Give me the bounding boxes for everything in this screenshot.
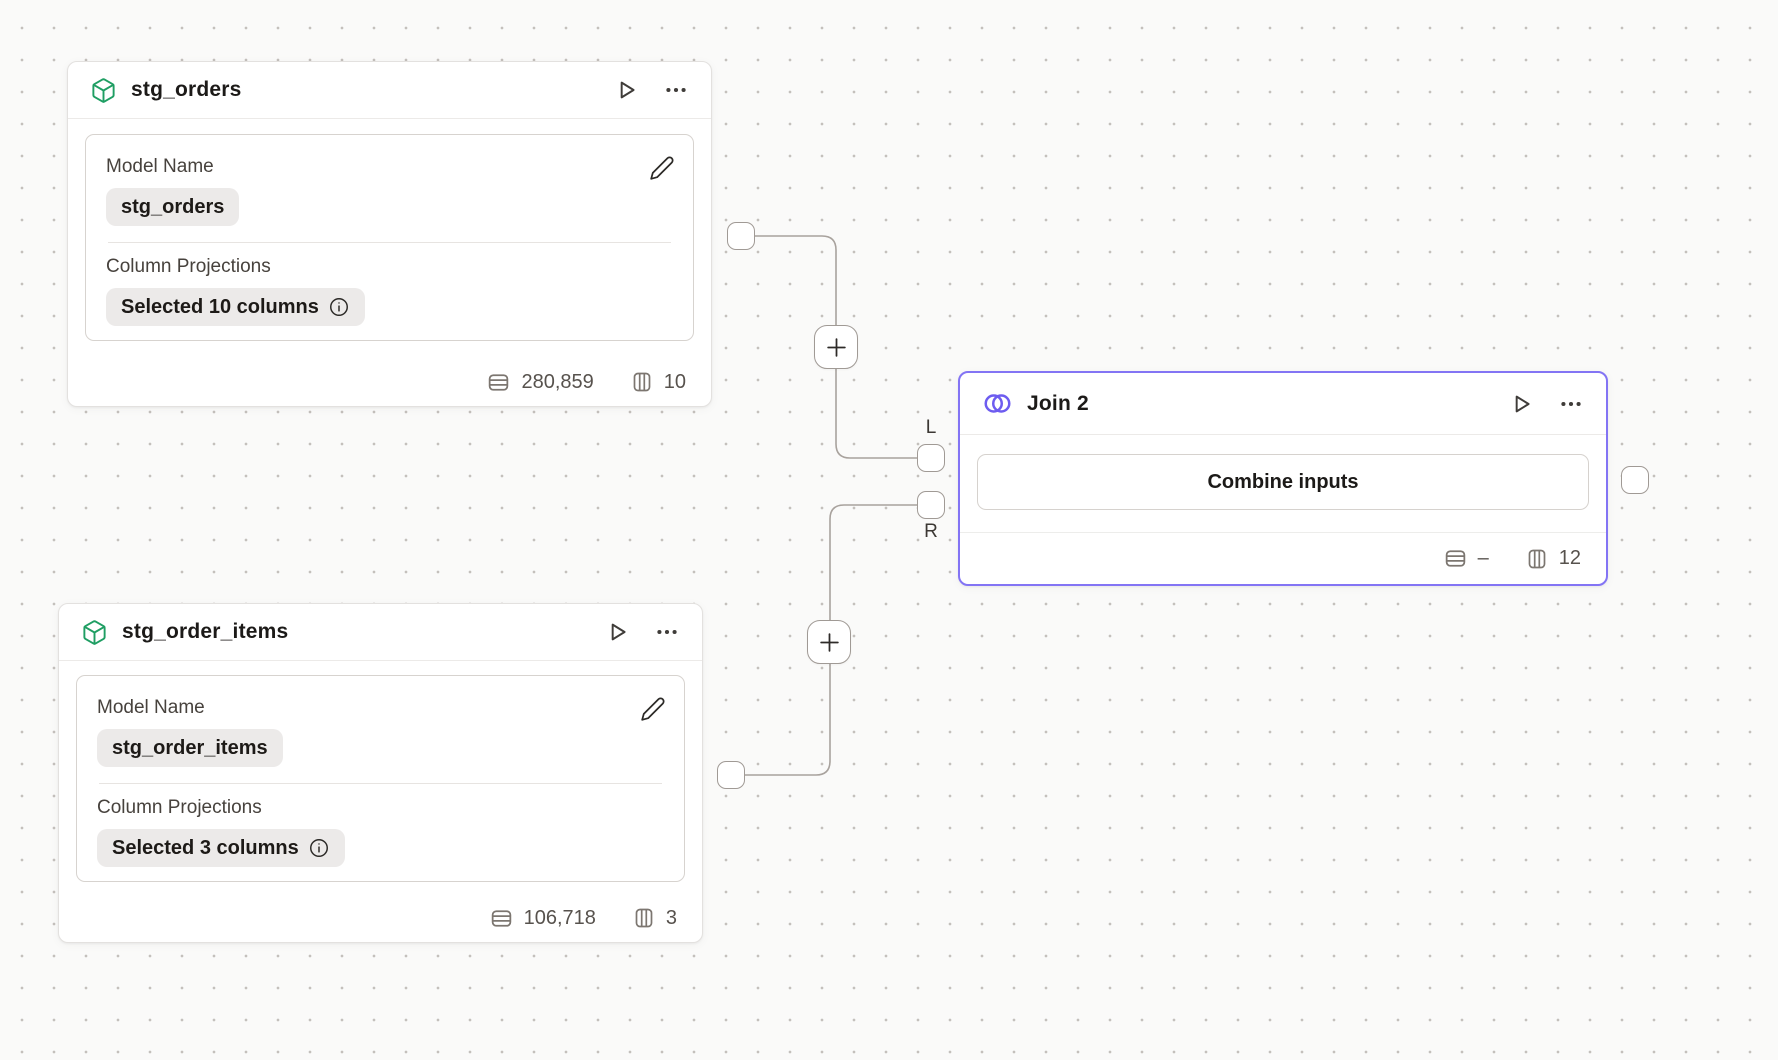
row-count: 106,718 <box>523 906 596 929</box>
node-header[interactable]: stg_order_items <box>59 604 702 661</box>
pencil-icon[interactable] <box>640 696 666 722</box>
join-left-port-label: L <box>925 417 937 438</box>
play-icon[interactable] <box>613 77 639 103</box>
column-projections-chip[interactable]: Selected 3 columns <box>97 829 345 867</box>
model-name-label: Model Name <box>97 697 205 718</box>
join-left-input-port[interactable] <box>917 444 945 472</box>
column-count: 10 <box>663 370 686 393</box>
output-port-stg-orders[interactable] <box>727 222 755 250</box>
model-name-chip[interactable]: stg_orders <box>106 188 240 226</box>
add-node-on-edge-button-top[interactable] <box>814 325 858 369</box>
table-rows-icon <box>489 906 514 931</box>
node-title: stg_orders <box>131 78 242 101</box>
node-stg-order-items[interactable]: stg_order_items Model <box>58 603 703 943</box>
join-output-port[interactable] <box>1621 466 1649 494</box>
node-stats: 106,718 3 <box>59 894 702 942</box>
column-count: 3 <box>665 906 677 929</box>
node-title: Join 2 <box>1027 391 1089 415</box>
model-name-value: stg_orders <box>121 195 225 218</box>
table-columns-icon <box>632 906 656 930</box>
divider <box>108 242 671 243</box>
column-projections-value: Selected 10 columns <box>121 295 319 318</box>
ellipsis-icon[interactable] <box>663 77 689 103</box>
join-right-port-label: R <box>924 521 938 542</box>
model-name-value: stg_order_items <box>112 736 268 759</box>
column-projections-value: Selected 3 columns <box>112 836 299 859</box>
node-header[interactable]: Join 2 <box>960 373 1606 435</box>
node-stats: – 12 <box>960 532 1606 584</box>
play-icon[interactable] <box>604 619 630 645</box>
row-count: – <box>1477 547 1489 569</box>
column-projections-chip[interactable]: Selected 10 columns <box>106 288 365 326</box>
plus-icon <box>825 336 848 359</box>
join-right-input-port[interactable] <box>917 491 945 519</box>
node-header[interactable]: stg_orders <box>68 62 711 119</box>
venn-diagram-icon <box>982 391 1013 416</box>
model-name-chip[interactable]: stg_order_items <box>97 729 283 767</box>
model-config-panel: Model Name stg_orders Column Projections… <box>85 134 694 341</box>
node-stg-orders[interactable]: stg_orders Model Name <box>67 61 712 407</box>
node-stats: 280,859 10 <box>68 358 711 406</box>
plus-icon <box>818 631 841 654</box>
node-title: stg_order_items <box>122 620 289 643</box>
ellipsis-icon[interactable] <box>654 619 680 645</box>
model-config-panel: Model Name stg_order_items Column Projec… <box>76 675 685 882</box>
node-join-2[interactable]: Join 2 Combine inputs <box>958 371 1608 586</box>
table-columns-icon <box>1525 547 1549 571</box>
column-projections-label: Column Projections <box>97 797 262 818</box>
cube-icon <box>81 619 108 646</box>
add-node-on-edge-button-bottom[interactable] <box>807 620 851 664</box>
cube-icon <box>90 77 117 104</box>
model-name-label: Model Name <box>106 156 214 177</box>
info-icon[interactable] <box>328 296 350 318</box>
table-rows-icon <box>1443 546 1468 571</box>
table-rows-icon <box>486 370 511 395</box>
column-count: 12 <box>1558 547 1581 569</box>
table-columns-icon <box>630 370 654 394</box>
info-icon[interactable] <box>308 837 330 859</box>
ellipsis-icon[interactable] <box>1558 391 1584 417</box>
output-port-stg-order-items[interactable] <box>717 761 745 789</box>
pencil-icon[interactable] <box>649 155 675 181</box>
combine-inputs-button[interactable]: Combine inputs <box>977 454 1589 510</box>
play-icon[interactable] <box>1508 391 1534 417</box>
row-count: 280,859 <box>521 370 594 393</box>
column-projections-label: Column Projections <box>106 256 271 277</box>
divider <box>99 783 662 784</box>
